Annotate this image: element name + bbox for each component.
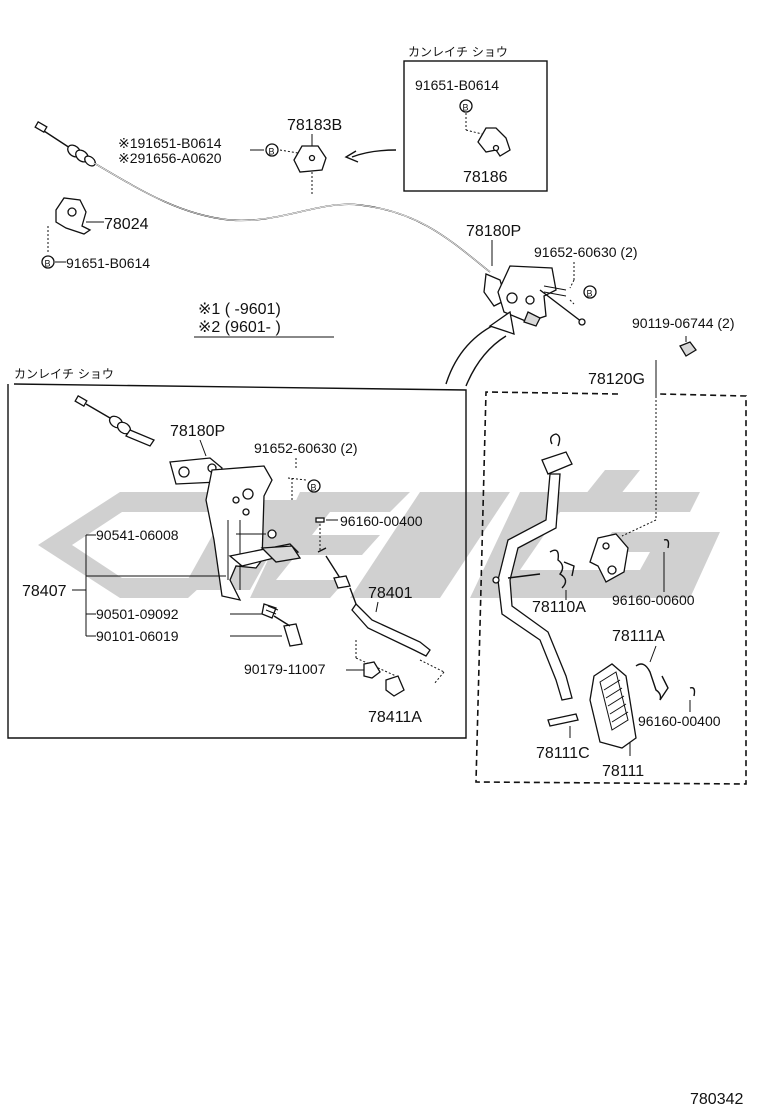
pedal-pad-label: 78111 — [602, 763, 644, 780]
bolt-marker-icon: B — [265, 143, 279, 157]
left-spacer-label: 90501-09092 — [96, 606, 179, 622]
clamp-label: 78024 — [104, 216, 149, 233]
pedal-spring-label: 78110A — [532, 599, 586, 616]
curved-arrow-icon — [445, 321, 501, 385]
legend-line2: ※2 (9601- ) — [198, 319, 281, 336]
inset-bracket-part — [477, 127, 511, 157]
left-nut-label: 90179-11007 — [244, 661, 326, 677]
svg-text:B: B — [269, 147, 275, 157]
pedal-pin-label: 96160-00400 — [638, 713, 721, 729]
pedal-assy-frame — [475, 391, 747, 785]
svg-text:B: B — [45, 259, 51, 269]
cable-label: 78180P — [466, 223, 521, 240]
left-screw-label: 90541-06008 — [96, 527, 179, 543]
watermark-logo — [38, 470, 720, 598]
left-bracket-part — [205, 465, 273, 601]
bolt-option1-label: ※191651-B0614 — [118, 135, 222, 151]
inset-left: カンレイチ ショウ 78180P 91652-60630 (2) B 96160… — [7, 367, 467, 739]
pedal-spring-part — [549, 549, 567, 589]
cable-end-fitting — [67, 144, 96, 167]
pad-spring-part — [635, 663, 669, 701]
svg-text:B: B — [463, 103, 469, 113]
left-bracket-assy-label: 78407 — [22, 583, 67, 600]
cable-bolt-label: 91652-60630 (2) — [534, 244, 638, 260]
pedal-clip-label: 96160-00600 — [612, 592, 695, 608]
left-rod-label: 78401 — [368, 585, 413, 602]
svg-text:B: B — [311, 483, 317, 493]
pedal-bolt-part — [679, 341, 697, 357]
inset-left-frame — [7, 383, 467, 739]
top-cable-assembly: 78024 B 91651-B0614 78183B ※191651-B0614… — [34, 117, 734, 357]
pedal-shaft-label: 78111C — [536, 745, 590, 762]
bolt-marker-icon: B — [41, 255, 55, 269]
arrow-icon — [344, 150, 359, 163]
pedal-bolt-label: 90119-06744 (2) — [632, 315, 734, 331]
bolt-marker-icon: B — [583, 285, 597, 299]
inset-left-heading: カンレイチ ショウ — [14, 367, 114, 381]
bracket-top-label: 78183B — [287, 117, 342, 134]
inset-top-frame — [403, 60, 548, 192]
left-pin-label: 96160-00400 — [340, 513, 423, 529]
left-bolt-label: 90101-06019 — [96, 628, 179, 644]
clamp-bolt-label: 91651-B0614 — [66, 255, 150, 271]
pad-shaft-part — [547, 713, 579, 727]
bolt-option2-label: ※291656-A0620 — [118, 150, 222, 166]
left-stopper-label: 78411A — [368, 709, 422, 726]
inset-top-bracket-label: 78186 — [463, 169, 508, 186]
bolt-marker-icon: B — [459, 99, 473, 113]
pedal-pad-spring-label: 78111A — [612, 628, 665, 645]
left-stopper-part — [385, 675, 405, 697]
inset-top: カンレイチ ショウ 91651-B0614 B 78186 — [344, 45, 548, 192]
left-cable-label: 78180P — [170, 423, 225, 440]
diagram-code: 780342 — [690, 1091, 743, 1108]
pedal-assembly: 78120G 78110A 96160-00600 78111A 96160-0… — [475, 360, 747, 785]
inset-top-heading: カンレイチ ショウ — [408, 45, 508, 59]
inset-top-bolt-label: 91651-B0614 — [415, 77, 499, 93]
bolt-marker-icon: B — [307, 479, 321, 493]
pedal-arm-part — [497, 473, 573, 701]
legend-line1: ※1 ( -9601) — [198, 301, 281, 318]
pedal-stop-part — [589, 533, 629, 583]
left-nut-part — [363, 661, 381, 679]
left-rod-part — [351, 602, 431, 657]
svg-text:B: B — [587, 289, 593, 299]
left-cable-bolt-label: 91652-60630 (2) — [254, 440, 358, 456]
pedal-assy-label: 78120G — [588, 371, 645, 388]
cable-bracket-part — [497, 265, 557, 323]
pedal-pad-part — [589, 663, 637, 749]
